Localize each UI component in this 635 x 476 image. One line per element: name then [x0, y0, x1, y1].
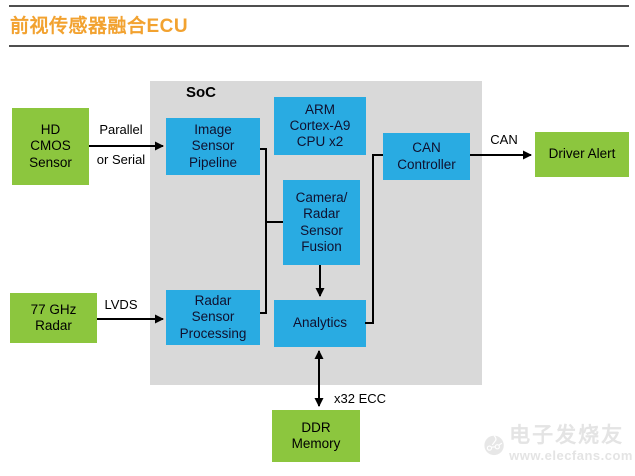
block-label-line: CPU x2	[296, 134, 344, 150]
watermark: 电子发烧友 www.elecfans.com	[483, 416, 633, 472]
block-label-line: Sensor	[191, 309, 235, 325]
watermark-brand: 电子发烧友	[509, 424, 625, 448]
soc-label: SoC	[186, 84, 216, 101]
block-77ghz-radar: 77 GHz Radar	[10, 293, 97, 343]
block-label-line: Analytics	[292, 315, 348, 331]
edge-label-parallel: Parallel	[99, 122, 143, 137]
block-can-controller: CAN Controller	[383, 133, 470, 180]
block-label-line: Cortex-A9	[289, 117, 351, 133]
edge-label-or-serial: or Serial	[96, 152, 146, 167]
block-label-line: Radar	[303, 206, 340, 222]
block-label-line: Fusion	[301, 238, 342, 254]
block-label-line: Radar	[35, 318, 72, 333]
block-radar-sensor-processing: Radar Sensor Processing	[166, 290, 260, 345]
block-label-line: Pipeline	[188, 154, 238, 170]
block-image-sensor-pipeline: Image Sensor Pipeline	[166, 118, 260, 175]
block-label-line: DDR	[301, 419, 331, 435]
edge-label-can: CAN	[490, 132, 518, 147]
page-title: 前视传感器融合ECU	[10, 16, 189, 37]
block-label-line: Controller	[397, 156, 456, 172]
block-hd-cmos-sensor: HD CMOS Sensor	[12, 108, 89, 185]
block-label-line: Camera/	[295, 190, 348, 206]
block-label-line: HD	[40, 122, 61, 138]
block-label-line: ARM	[305, 101, 335, 117]
elecfans-logo-icon	[484, 435, 504, 456]
block-label-line: Radar	[194, 293, 232, 309]
block-label-line: 77 GHz	[30, 301, 77, 317]
title-underline-rule	[9, 45, 629, 47]
block-label-line: Sensor	[29, 154, 72, 170]
block-ddr-memory: DDR Memory	[272, 410, 360, 462]
block-label-line: Sensor	[191, 138, 235, 154]
block-driver-alert: Driver Alert	[535, 132, 629, 177]
block-label-line: Processing	[179, 325, 247, 341]
block-analytics: Analytics	[274, 300, 366, 347]
block-label-line: CAN	[412, 140, 441, 156]
top-rule	[9, 5, 629, 7]
watermark-site: www.elecfans.com	[509, 447, 633, 463]
edge-label-x32-ecc: x32 ECC	[334, 391, 387, 406]
edge-label-lvds: LVDS	[104, 297, 138, 312]
block-label-line: Driver Alert	[548, 146, 616, 162]
block-label-line: Image	[194, 122, 232, 138]
block-label-line: CMOS	[30, 138, 71, 154]
block-label-line: Sensor	[300, 222, 343, 238]
block-arm-cortex-a9: ARM Cortex-A9 CPU x2	[274, 97, 366, 155]
block-camera-radar-sensor-fusion: Camera/ Radar Sensor Fusion	[283, 180, 360, 265]
block-label-line: Memory	[291, 436, 341, 451]
